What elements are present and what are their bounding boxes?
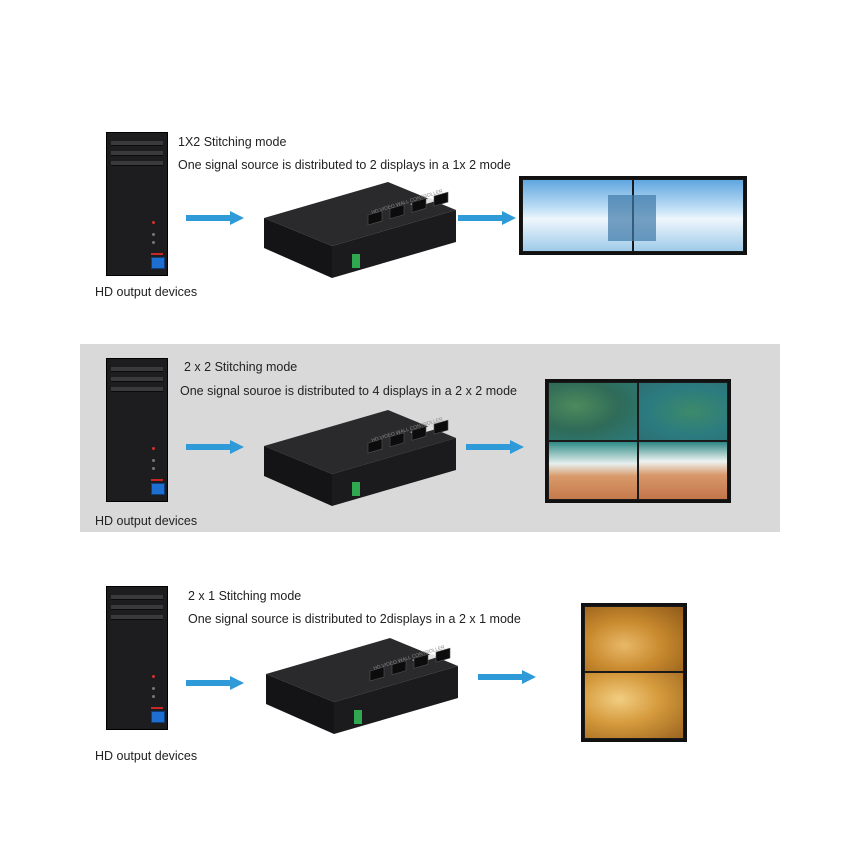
mode-title: 2 x 1 Stitching mode <box>188 589 302 603</box>
mode-description: One signal source is distributed to 2dis… <box>188 612 521 626</box>
pc-tower-icon <box>106 358 168 502</box>
video-wall-1x2 <box>519 176 747 255</box>
mode-description: One signal source is distributed to 2 di… <box>178 158 511 172</box>
pc-tower-icon <box>106 586 168 730</box>
source-label: HD output devices <box>95 749 198 763</box>
source-label: HD output devices <box>95 285 198 299</box>
mode-title: 1X2 Stitching mode <box>178 135 287 149</box>
arrow-right-icon <box>186 211 244 225</box>
display-tile <box>584 672 684 739</box>
pc-tower-icon <box>106 132 168 276</box>
arrow-right-icon <box>478 670 536 684</box>
display-tile <box>548 382 638 441</box>
video-wall-controller-icon: HD VIDEO WALL CONTROLLER <box>264 182 456 278</box>
display-tile <box>638 382 728 441</box>
source-label: HD output devices <box>95 514 198 528</box>
video-wall-controller-icon: HD VIDEO WALL CONTROLLER <box>264 410 456 506</box>
building-image <box>608 195 656 241</box>
video-wall-2x1 <box>581 603 687 742</box>
arrow-right-icon <box>458 211 516 225</box>
mode-title: 2 x 2 Stitching mode <box>184 360 298 374</box>
arrow-right-icon <box>466 440 524 454</box>
arrow-right-icon <box>186 676 244 690</box>
video-wall-controller-icon: HD VIDEO WALL CONTROLLER <box>266 638 458 734</box>
display-tile <box>584 606 684 672</box>
video-wall-2x2 <box>545 379 731 503</box>
display-tile <box>638 441 728 500</box>
mode-description: One signal souroe is distributed to 4 di… <box>180 384 517 398</box>
arrow-right-icon <box>186 440 244 454</box>
display-tile <box>548 441 638 500</box>
